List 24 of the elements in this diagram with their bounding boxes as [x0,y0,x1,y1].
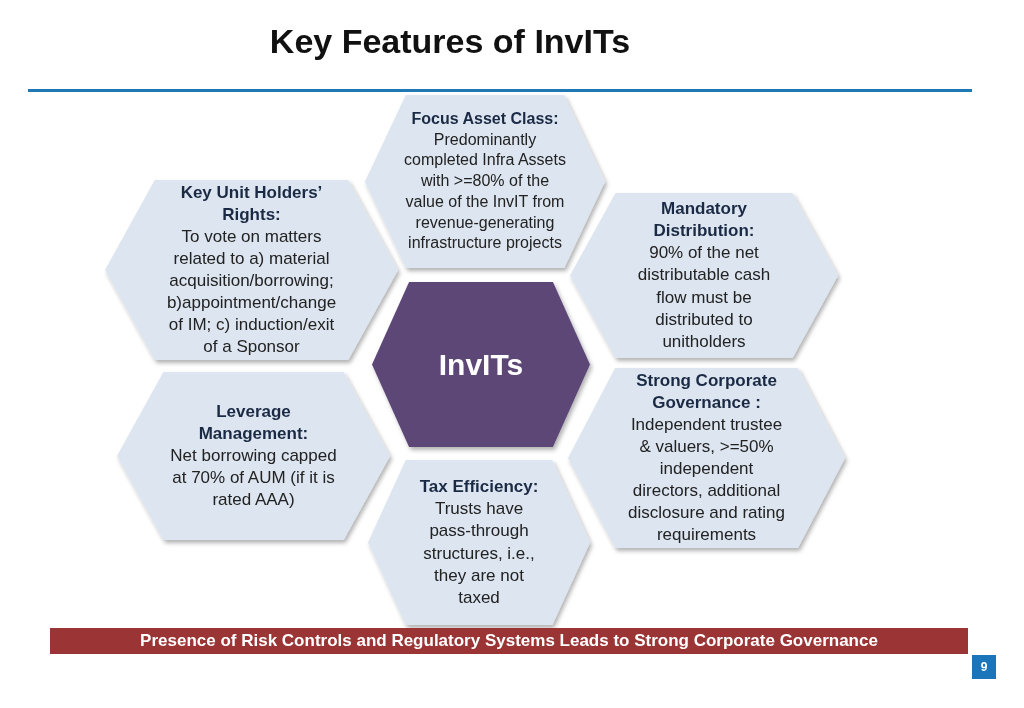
feature-heading: Focus Asset Class: [411,108,559,129]
center-hexagon [372,282,590,447]
feature-heading: Strong Corporate Governance : [635,369,778,414]
summary-banner [50,628,968,654]
feature-hexagon [368,460,590,625]
feature-hexagon [117,372,390,540]
feature-description: Net borrowing capped at 70% of AUM (if it is rated AAA) [169,444,338,512]
feature-hexagon [570,193,838,358]
feature-heading: Leverage Management: [197,400,310,445]
feature-description: 90% of the net distributable cash flow must be distributed to unitholders [636,242,772,353]
center-label: InvITs [438,347,524,382]
banner-text: Presence of Risk Controls and Regulatory Systems Leads to Strong Corporate Governance [140,631,878,651]
feature-description: To vote on matters related to a) material acquisition/borrowing; b)appointment/change of IM; c) induction/exit of a Sponsor [165,225,338,359]
feature-description: Independent trustee & valuers, >=50% independent directors, additional disclosure and rating requirements [627,413,786,547]
slide-title: Key Features of InvITs [268,22,632,61]
page-number: 9 [972,655,996,679]
feature-description: Trusts have pass-through structures, i.e., they are not taxed [422,498,536,609]
feature-heading: Tax Efficiency: [419,476,539,499]
feature-hexagon [105,180,398,360]
feature-description: Predominantly completed Infra Assets with >=80% of the value of the InvIT from revenue-generating infrastructure projects [403,129,567,254]
feature-heading: Key Unit Holders’ Rights: [179,181,324,226]
feature-heading: Mandatory Distribution: [652,198,756,243]
feature-hexagon [365,95,605,268]
feature-hexagon [568,368,845,548]
